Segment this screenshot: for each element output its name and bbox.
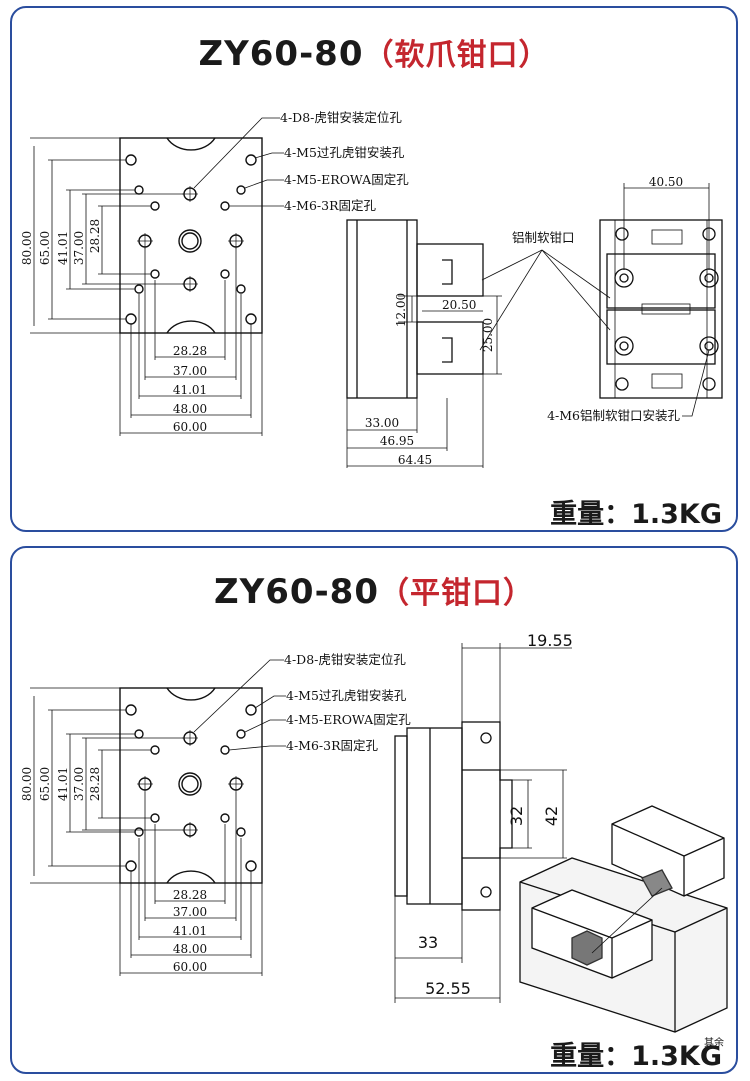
top-notch: [166, 137, 216, 151]
dim-h-37: 37.00: [173, 905, 207, 919]
title-variant: （软爪钳口）: [363, 38, 550, 73]
dim-19-55: 19.55: [527, 631, 573, 650]
side-view: [346, 219, 484, 399]
horizontal-dimension-labels: 28.28 37.00 41.01 48.00 60.00: [173, 344, 207, 434]
dim-v-80: 80.00: [20, 767, 34, 801]
center-bore: [178, 229, 202, 253]
dim-v-28: 28.28: [88, 219, 102, 253]
label-m6-soft-jaw: 4-M6铝制软钳口安装孔: [547, 408, 680, 423]
base-plate-outline: [119, 687, 263, 884]
vertical-dimension-labels: 80.00 65.00 41.01 37.00 28.28: [20, 219, 102, 265]
title-model: ZY60-80: [198, 34, 364, 74]
callout-leaders: [193, 117, 284, 207]
panel-title: ZY60-80（平钳口）: [12, 568, 736, 612]
corner-note: 其余: [704, 1036, 724, 1049]
horizontal-dimensions: [119, 792, 263, 976]
dim-42: 42: [542, 806, 561, 826]
label-m5-through: 4-M5过孔虎钳安装孔: [284, 145, 405, 160]
dim-h-60: 60.00: [173, 960, 207, 974]
soft-jaw-panel: ZY60-80（软爪钳口）: [10, 6, 738, 532]
horizontal-dimensions: [119, 248, 263, 436]
weight-label: 重量：1.3KG: [550, 499, 722, 530]
dim-25: 25.00: [481, 318, 495, 352]
bottom-notch: [166, 320, 216, 334]
label-m6-3r: 4-M6-3R固定孔: [284, 198, 377, 213]
dim-v-28: 28.28: [88, 767, 102, 801]
weight-label: 重量：1.3KG: [550, 1041, 722, 1072]
dim-h-60: 60.00: [173, 420, 207, 434]
dim-v-41: 41.01: [56, 767, 70, 801]
dim-40-50: 40.50: [649, 175, 683, 189]
soft-jaw-drawing: 80.00 65.00 41.01 37.00 28.28 28.28 37.0…: [20, 110, 723, 468]
horizontal-dimension-labels: 28.28 37.00 41.01 48.00 60.00: [173, 888, 207, 974]
side-view: [394, 721, 513, 911]
flat-jaw-drawing: 80.00 65.00 41.01 37.00 28.28 28.28 37.0…: [20, 631, 728, 1049]
vise-isometric-icon: [519, 805, 728, 1033]
dim-32: 32: [507, 806, 526, 826]
dim-20-50: 20.50: [442, 298, 476, 312]
dim-h-48: 48.00: [173, 942, 207, 956]
side-dimensions: [346, 295, 502, 468]
dim-52-55: 52.55: [425, 979, 471, 998]
label-d8: 4-D8-虎钳安装定位孔: [284, 652, 406, 667]
dim-33: 33: [418, 933, 438, 952]
dim-v-37: 37.00: [72, 231, 86, 265]
dim-v-80: 80.00: [20, 231, 34, 265]
label-m6-3r: 4-M6-3R固定孔: [286, 738, 379, 753]
vertical-dimensions: [30, 687, 184, 884]
soft-jaw-leaders: [479, 249, 611, 351]
top-view-dimension: [623, 183, 710, 417]
dim-h-41: 41.01: [173, 383, 207, 397]
dim-h-41: 41.01: [173, 924, 207, 938]
crosshairs: [137, 186, 244, 292]
dim-h-37: 37.00: [173, 364, 207, 378]
dim-v-65: 65.00: [38, 231, 52, 265]
vertical-dimension-labels: 80.00 65.00 41.01 37.00 28.28: [20, 767, 102, 801]
dim-46-95: 46.95: [380, 434, 414, 448]
dim-64-45: 64.45: [398, 453, 432, 467]
flat-jaw-panel: ZY60-80（平钳口）: [10, 546, 738, 1074]
label-m5-erowa: 4-M5-EROWA固定孔: [286, 712, 411, 727]
label-soft-jaw: 铝制软钳口: [512, 230, 575, 245]
callout-leaders: [193, 659, 286, 751]
dim-v-65: 65.00: [38, 767, 52, 801]
dim-v-41: 41.01: [56, 231, 70, 265]
dim-h-28: 28.28: [173, 344, 207, 358]
dim-33: 33.00: [365, 416, 399, 430]
title-variant: （平钳口）: [379, 576, 534, 611]
base-plate-outline: [119, 137, 263, 334]
title-model: ZY60-80: [213, 572, 379, 612]
side-dimensions: [394, 643, 572, 1003]
top-view: [599, 219, 723, 399]
vertical-dimensions: [30, 137, 184, 334]
panel-title: ZY60-80（软爪钳口）: [12, 30, 736, 74]
label-m5-through: 4-M5过孔虎钳安装孔: [286, 688, 407, 703]
label-m5-erowa: 4-M5-EROWA固定孔: [284, 172, 409, 187]
dim-h-28: 28.28: [173, 888, 207, 902]
label-d8: 4-D8-虎钳安装定位孔: [280, 110, 402, 125]
dim-v-37: 37.00: [72, 767, 86, 801]
dim-h-48: 48.00: [173, 402, 207, 416]
dim-12: 12.00: [394, 293, 408, 327]
